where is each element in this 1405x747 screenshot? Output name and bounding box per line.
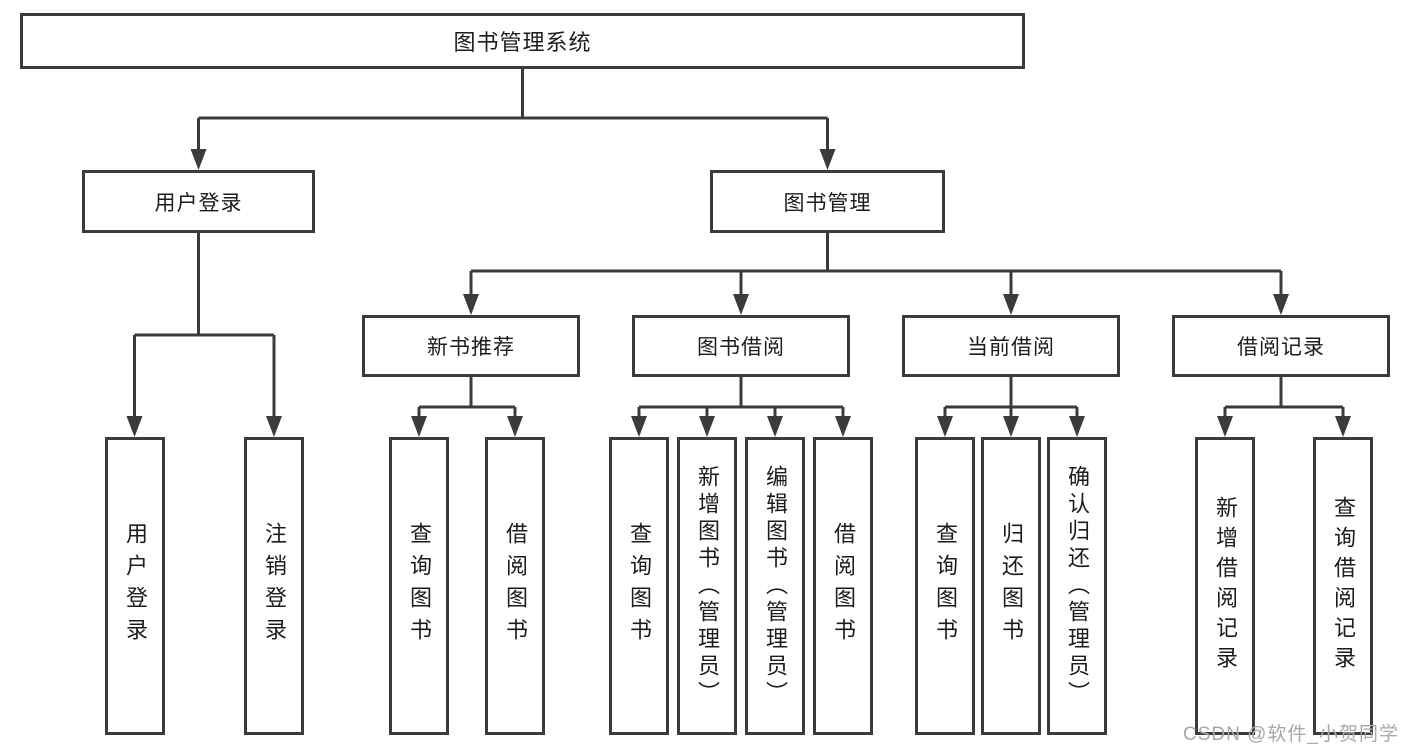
leaf-label: 注销登录	[262, 522, 287, 650]
leaf-edit-book-admin: 编辑图书（管理员）	[745, 437, 805, 735]
leaf-label: 查询借阅记录	[1331, 496, 1356, 676]
leaf-label: 借阅图书	[831, 522, 856, 650]
leaf-borrow-books: 借阅图书	[813, 437, 873, 735]
node-book-management: 图书管理	[710, 170, 945, 233]
leaf-query-borrow-record: 查询借阅记录	[1313, 437, 1373, 735]
node-book-borrowing: 图书借阅	[632, 315, 850, 377]
node-new-book-recommendation: 新书推荐	[362, 315, 580, 377]
node-label: 图书管理系统	[453, 30, 592, 55]
leaf-query-books-current: 查询图书	[915, 437, 975, 735]
leaf-query-books-borrowing: 查询图书	[609, 437, 669, 735]
leaf-query-books-recommend: 查询图书	[389, 437, 449, 735]
node-borrowing-records: 借阅记录	[1172, 315, 1390, 377]
leaf-borrow-books-recommend: 借阅图书	[485, 437, 545, 735]
node-label: 当前借阅	[967, 336, 1055, 359]
leaf-label: 借阅图书	[503, 522, 528, 650]
node-user-login: 用户登录	[82, 170, 315, 233]
node-label: 借阅记录	[1237, 336, 1325, 359]
leaf-add-borrow-record: 新增借阅记录	[1195, 437, 1255, 735]
leaf-label: 编辑图书（管理员）	[763, 464, 788, 708]
leaf-user-login: 用户登录	[105, 437, 165, 735]
node-current-borrowing: 当前借阅	[902, 315, 1120, 377]
leaf-logout: 注销登录	[244, 437, 304, 735]
node-label: 新书推荐	[427, 336, 515, 359]
leaf-label: 新增借阅记录	[1213, 496, 1238, 676]
leaf-label: 查询图书	[627, 522, 652, 650]
leaf-label: 用户登录	[123, 522, 148, 650]
leaf-confirm-return-admin: 确认归还（管理员）	[1047, 437, 1107, 735]
leaf-label: 新增图书（管理员）	[695, 464, 720, 708]
node-label: 图书借阅	[697, 336, 785, 359]
leaf-label: 确认归还（管理员）	[1065, 464, 1090, 708]
leaf-label: 查询图书	[407, 522, 432, 650]
leaf-label: 归还图书	[999, 522, 1024, 650]
node-library-management-system: 图书管理系统	[20, 13, 1025, 69]
node-label: 图书管理	[783, 191, 872, 215]
leaf-label: 查询图书	[933, 522, 958, 650]
leaf-add-book-admin: 新增图书（管理员）	[677, 437, 737, 735]
csdn-watermark: CSDN @软件_小贺同学	[1183, 724, 1399, 745]
leaf-return-books: 归还图书	[981, 437, 1041, 735]
node-label: 用户登录	[154, 191, 243, 215]
